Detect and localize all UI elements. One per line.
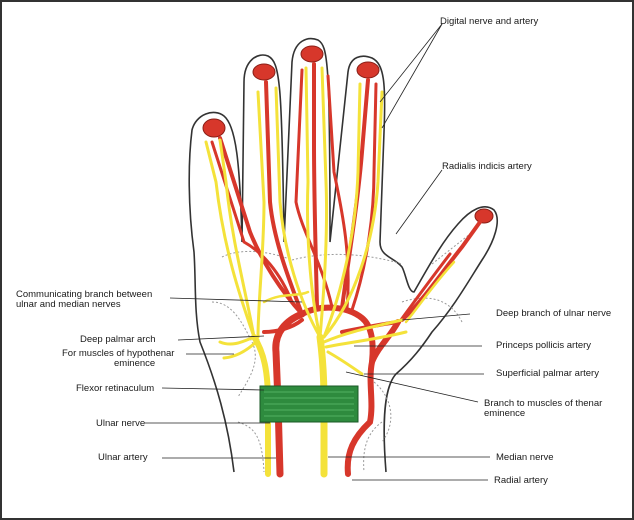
ulnar-artery-path [272, 310, 306, 478]
fingertips [202, 45, 494, 224]
flexor-retinaculum [259, 385, 359, 423]
label-hypothenar-1: For muscles of hypothenar [62, 348, 175, 359]
label-thenar-2: eminence [484, 408, 526, 419]
label-ulnar-nerve: Ulnar nerve [96, 418, 146, 429]
label-digital-nerve-artery: Digital nerve and artery [440, 16, 539, 27]
label-hypothenar-2: eminence [114, 358, 156, 369]
label-ulnar-artery: Ulnar artery [98, 452, 148, 463]
label-radial-artery: Radial artery [494, 475, 548, 486]
leader-lines [144, 23, 490, 481]
hand-outline [188, 37, 498, 473]
label-communicating-branch-2: ulnar and median nerves [16, 299, 121, 310]
dotted-outlines [211, 233, 471, 473]
label-superficial-palmar: Superficial palmar artery [496, 368, 599, 379]
label-princeps-pollicis: Princeps pollicis artery [496, 340, 592, 351]
label-median-nerve: Median nerve [496, 452, 554, 463]
nerves [204, 66, 456, 478]
label-radialis-indicis: Radialis indicis artery [442, 161, 532, 172]
palmar-arch-path [299, 304, 376, 365]
label-flexor-retinaculum: Flexor retinaculum [76, 383, 155, 394]
label-thenar-1: Branch to muscles of thenar [484, 398, 603, 409]
radial-artery-path [344, 319, 401, 477]
label-deep-branch-ulnar: Deep branch of ulnar nerve [496, 308, 612, 319]
label-communicating-branch-1: Communicating branch between [16, 289, 153, 300]
label-deep-palmar-arch: Deep palmar arch [80, 334, 156, 345]
